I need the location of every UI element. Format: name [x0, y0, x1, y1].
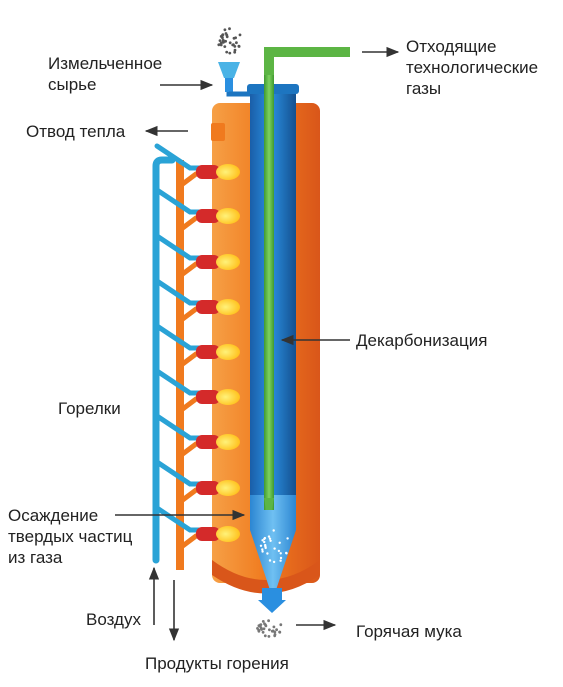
label-raw-material: Измельченное сырье [48, 53, 162, 95]
burner [154, 323, 240, 368]
exhaust-gas-tube [264, 47, 350, 510]
label-solids-settling-line1: Осаждение [8, 506, 99, 525]
label-raw-material-line2: сырье [48, 75, 97, 94]
heat-outlet-nozzle [211, 123, 225, 141]
flame-icon [216, 164, 240, 180]
label-solids-settling: Осаждение твердых частиц из газа [8, 505, 132, 568]
burner [154, 233, 240, 278]
flame-icon [216, 344, 240, 360]
flame-icon [216, 208, 240, 224]
label-combustion-products: Продукты горения [145, 654, 289, 673]
flame-icon [216, 480, 240, 496]
label-solids-settling-line2: твердых частиц [8, 527, 133, 546]
burner [154, 413, 240, 458]
label-decarbonization: Декарбонизация [356, 331, 488, 350]
burner [154, 143, 240, 188]
label-exhaust-gases-line3: газы [406, 79, 442, 98]
burner [154, 368, 240, 413]
cyclone-cone [250, 495, 296, 613]
flame-icon [216, 299, 240, 315]
label-heat-removal: Отвод тепла [26, 122, 126, 141]
flame-icon [216, 526, 240, 542]
annotation-arrows [115, 46, 400, 642]
flame-icon [216, 254, 240, 270]
label-hot-meal: Горячая мука [356, 622, 462, 641]
burner [154, 459, 240, 504]
flame-icon [216, 389, 240, 405]
label-exhaust-gases-line2: технологические [406, 58, 539, 77]
label-solids-settling-line3: из газа [8, 548, 63, 567]
flame-icon [216, 434, 240, 450]
label-exhaust-gases-line1: Отходящие [406, 37, 497, 56]
label-raw-material-line1: Измельченное [48, 54, 163, 73]
raw-material-hopper [217, 27, 250, 97]
burner [154, 278, 240, 323]
label-air: Воздух [86, 610, 141, 629]
outlet-tip-icon [258, 600, 286, 613]
label-burners: Горелки [58, 399, 121, 418]
burner [154, 187, 240, 232]
burners-group [154, 143, 240, 550]
hot-meal-particles [256, 619, 283, 638]
air-supply-pipe [152, 156, 176, 564]
label-exhaust-gases: Отходящие технологические газы [406, 36, 538, 99]
